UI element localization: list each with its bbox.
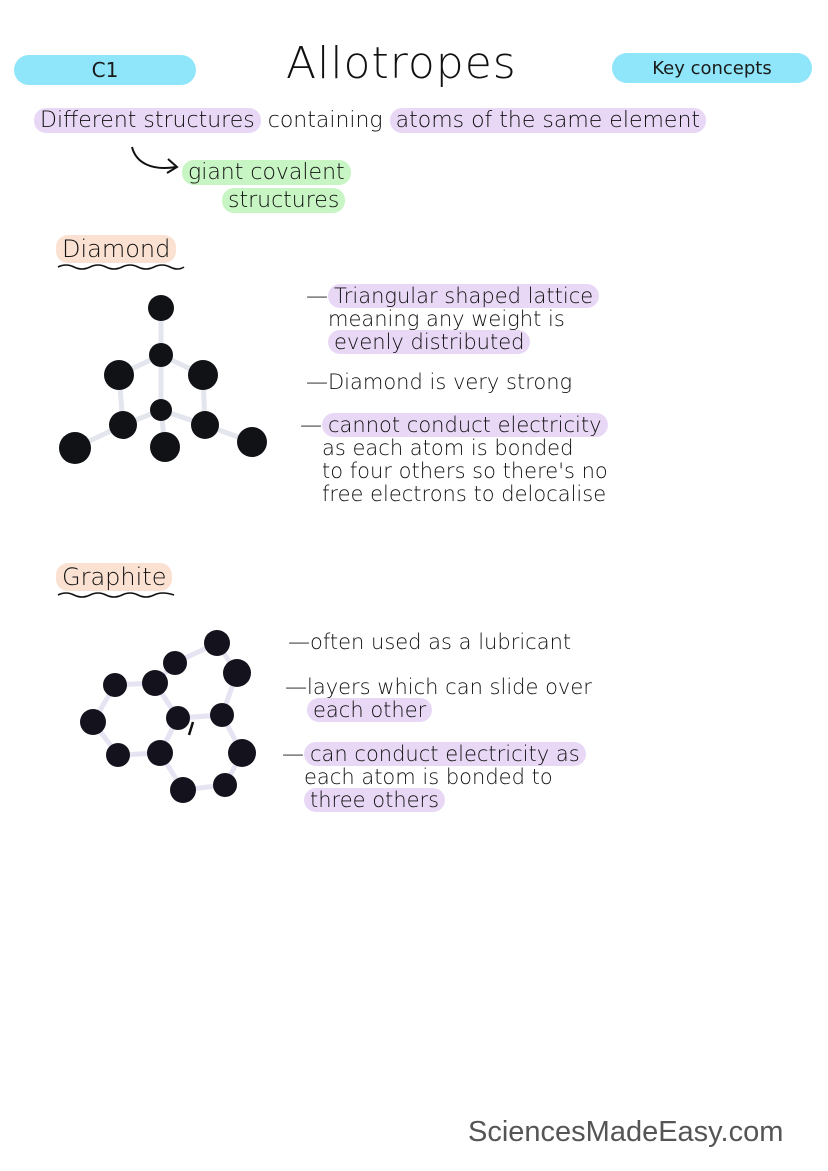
definition-part-3: atoms of the same element (389, 108, 707, 133)
diamond-bullet-2: — Diamond is very strong (306, 371, 572, 395)
type-line-2: structures (222, 188, 346, 213)
bullet-line: evenly distributed (328, 330, 531, 354)
bullet-line: free electrons to delocalise (322, 482, 607, 506)
graphite-bullet-2: — layers which can slide over each other (285, 676, 592, 722)
diamond-heading-text: Diamond (56, 235, 177, 263)
type-line-1: giant covalent (182, 160, 351, 185)
wavy-underline-icon (57, 592, 175, 598)
bullet-line: cannot conduct electricity (322, 413, 608, 437)
bullet-line: each other (307, 698, 433, 722)
definition: Different structures containing atoms of… (34, 108, 707, 134)
definition-part-1: Different structures (34, 108, 261, 133)
category-badge: Key concepts (612, 53, 812, 83)
diamond-bullet-1: — Triangular shaped lattice meaning any … (306, 284, 600, 354)
bullet-line: Triangular shaped lattice (328, 284, 600, 308)
diamond-bullet-3: — cannot conduct electricity as each ato… (300, 413, 608, 506)
diamond-heading: Diamond (56, 235, 186, 271)
graphite-bullet-1: — often used as a lubricant (288, 631, 571, 655)
unit-badge: C1 (14, 55, 196, 85)
definition-part-2: containing (267, 108, 383, 133)
graphite-heading-text: Graphite (56, 563, 173, 591)
dash-icon: — (306, 284, 328, 309)
structure-type: giant covalent structures (182, 160, 351, 214)
diamond-lattice-image (59, 295, 267, 464)
bullet-line: can conduct electricity as (304, 742, 586, 766)
bullet-line: Diamond is very strong (328, 370, 573, 394)
wavy-underline-icon (57, 264, 185, 270)
dash-icon: — (282, 742, 304, 767)
dash-icon: — (306, 370, 328, 395)
page-title: Allotropes (286, 38, 517, 89)
graphite-heading: Graphite (56, 563, 176, 599)
category-label: Key concepts (652, 57, 772, 79)
bullet-line: meaning any weight is (328, 307, 565, 331)
unit-label: C1 (91, 58, 119, 82)
bullet-line: as each atom is bonded (322, 436, 574, 460)
dash-icon: — (288, 630, 310, 655)
footer-brand: SciencesMadeEasy.com (468, 1116, 784, 1148)
bullet-line: three others (304, 788, 446, 812)
bullet-line: layers which can slide over (307, 675, 592, 699)
dash-icon: — (300, 413, 322, 438)
graphite-bullet-3: — can conduct electricity as each atom i… (282, 742, 586, 812)
curved-arrow-icon (131, 146, 179, 174)
bullet-line: to four others so there's no (322, 459, 608, 483)
bullet-line: each atom is bonded to (304, 765, 553, 789)
dash-icon: — (285, 675, 307, 700)
graphite-model-image (80, 630, 256, 803)
bullet-line: often used as a lubricant (310, 630, 572, 654)
